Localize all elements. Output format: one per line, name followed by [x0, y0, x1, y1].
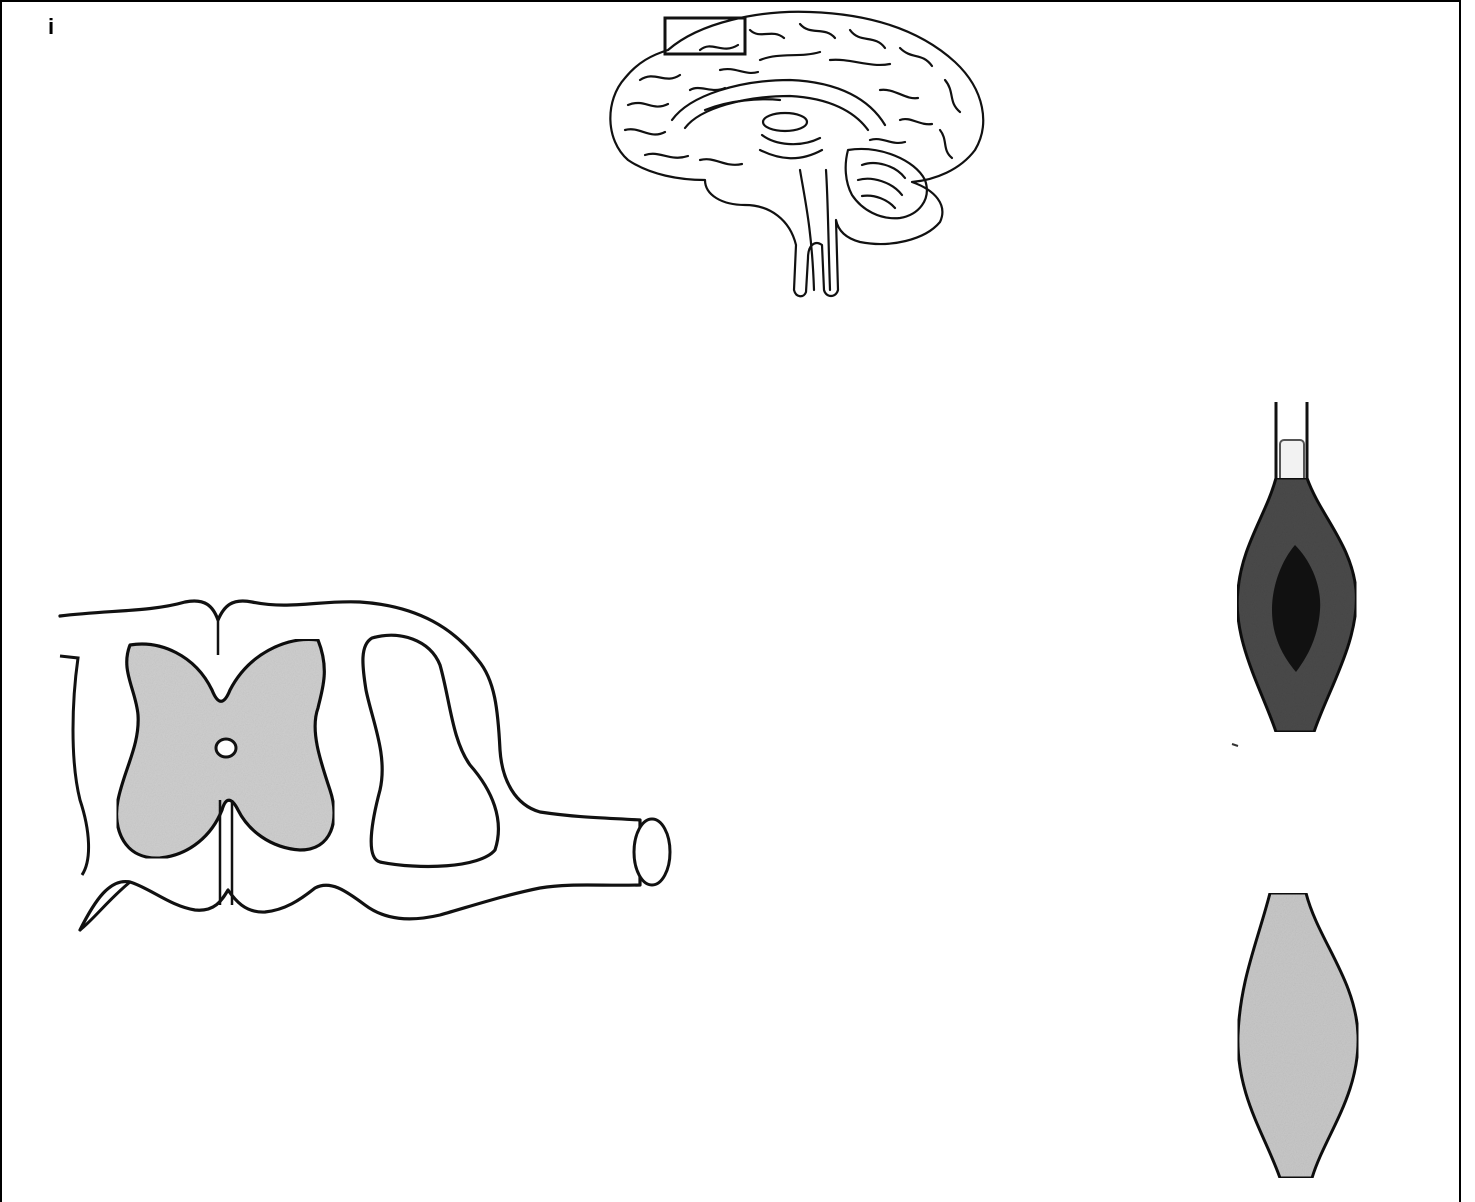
tendon-plug [1280, 440, 1304, 482]
spinal-cord-cross-section-icon [60, 601, 670, 930]
brain-region-marker [665, 18, 745, 54]
nerve-root-end [634, 819, 670, 885]
muscle-body-light [1238, 893, 1358, 1178]
muscle-spindle-light-icon [1238, 893, 1358, 1178]
central-canal [216, 739, 236, 757]
muscle-spindle-dark-icon [1232, 402, 1356, 746]
